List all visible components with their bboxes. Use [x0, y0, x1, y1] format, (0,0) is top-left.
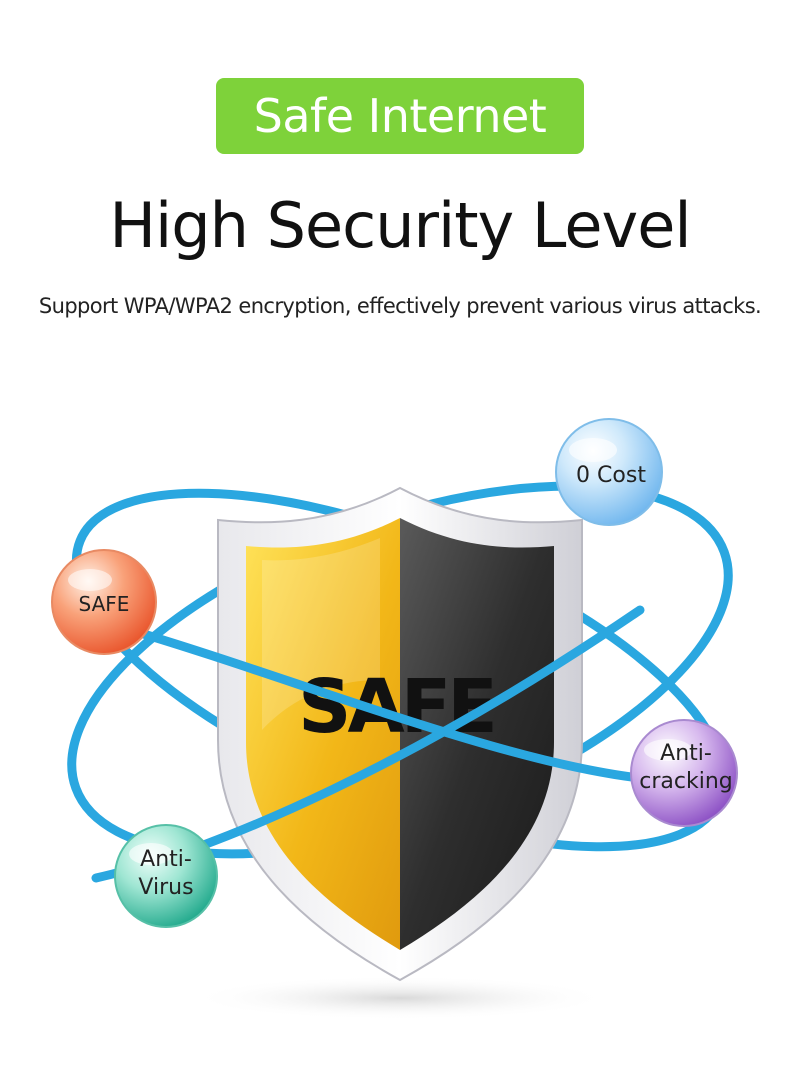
bubble-safe: SAFE: [51, 549, 157, 655]
shield-gold-half: [246, 518, 400, 950]
page-subtitle: Support WPA/WPA2 encryption, effectively…: [38, 294, 762, 318]
security-illustration: SAFE 0 Cost SAFE Anti- cracking Anti- Vi…: [51, 418, 738, 1020]
bubble-safe-label: SAFE: [79, 592, 130, 616]
shield-shadow: [190, 976, 610, 1020]
shield-dark-half: [400, 518, 554, 950]
bubble-0-cost-label: 0 Cost: [576, 463, 646, 488]
bubble-anti-cracking: Anti- cracking: [630, 719, 738, 827]
safe-internet-label: Safe Internet: [253, 89, 547, 143]
orbit-ring-front-b: [125, 625, 665, 785]
bubble-anti-virus-line1: Anti-: [140, 847, 192, 872]
page-title: High Security Level: [109, 189, 691, 262]
safe-internet-badge: Safe Internet: [216, 78, 584, 154]
bubble-0-cost: 0 Cost: [555, 418, 663, 526]
bubble-anti-virus: Anti- Virus: [114, 824, 218, 928]
bubble-anti-cracking-line2: cracking: [639, 769, 732, 794]
bubble-anti-cracking-line1: Anti-: [660, 741, 712, 766]
bubble-anti-virus-line2: Virus: [138, 875, 193, 900]
